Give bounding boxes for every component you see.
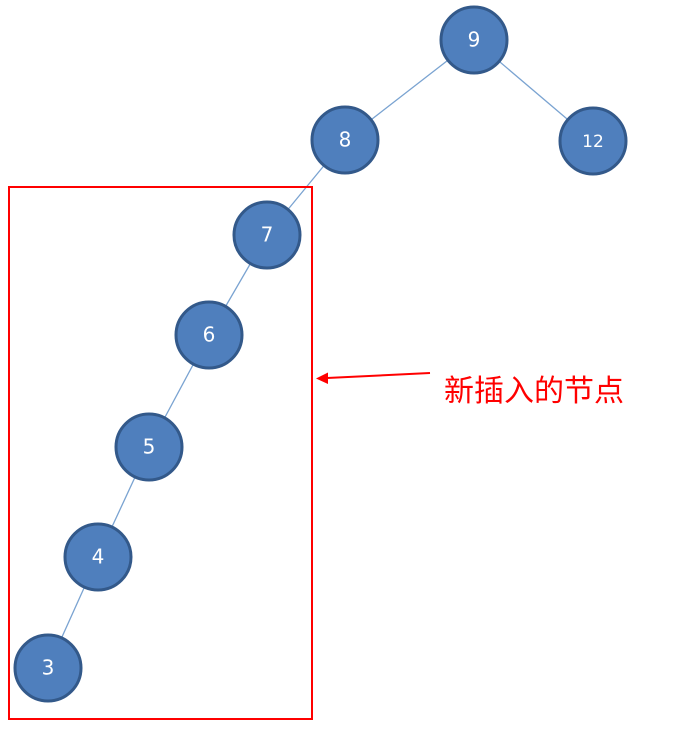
tree-node: 9 bbox=[439, 5, 509, 75]
tree-node-circle bbox=[439, 5, 509, 75]
tree-node-circle bbox=[310, 105, 380, 175]
tree-node-label: 4 bbox=[92, 545, 105, 569]
annotation: 新插入的节点 bbox=[316, 372, 624, 409]
tree-node-label: 6 bbox=[203, 323, 216, 347]
tree-node-label: 5 bbox=[143, 435, 156, 459]
tree-node-circle bbox=[114, 412, 184, 482]
tree-node: 7 bbox=[232, 200, 302, 270]
tree-node-label: 7 bbox=[261, 223, 274, 247]
tree-node-circle bbox=[174, 300, 244, 370]
tree-node: 12 bbox=[558, 106, 628, 176]
tree-node-label: 3 bbox=[42, 656, 55, 680]
annotation-arrow bbox=[326, 372, 431, 379]
tree-node-circle bbox=[13, 633, 83, 703]
tree-node-label: 12 bbox=[582, 132, 604, 152]
tree-node-circle bbox=[558, 106, 628, 176]
tree-node: 4 bbox=[63, 522, 133, 592]
tree-node-circle bbox=[232, 200, 302, 270]
tree-node-circle bbox=[63, 522, 133, 592]
tree-node-label: 9 bbox=[468, 28, 481, 52]
new-nodes-highlight-box bbox=[8, 186, 313, 720]
tree-node: 6 bbox=[174, 300, 244, 370]
tree-node-label: 8 bbox=[339, 128, 352, 152]
annotation-text: 新插入的节点 bbox=[444, 374, 624, 409]
tree-node: 3 bbox=[13, 633, 83, 703]
tree-nodes: 9 8 12 7 6 5 4 3 bbox=[13, 5, 628, 703]
tree-node: 5 bbox=[114, 412, 184, 482]
arrow-head-icon bbox=[316, 372, 328, 384]
tree-node: 8 bbox=[310, 105, 380, 175]
